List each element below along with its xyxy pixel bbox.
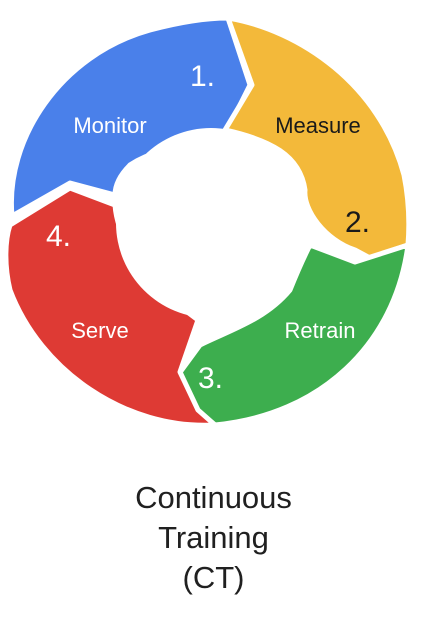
step-number-4: 4. — [46, 220, 71, 253]
caption-line-continuous: Continuous — [135, 480, 292, 515]
center-hole — [116, 128, 306, 318]
diagram-caption: Continuous Training (CT) — [0, 478, 427, 598]
caption-line-ct: (CT) — [182, 560, 245, 595]
continuous-training-cycle-diagram: Monitor Measure Retrain Serve 1. 2. 3. 4… — [5, 18, 411, 428]
segment-label-serve: Serve — [71, 318, 128, 343]
segment-retrain — [175, 242, 411, 428]
step-number-1: 1. — [190, 60, 215, 93]
segment-label-monitor: Monitor — [73, 113, 146, 138]
step-number-3: 3. — [198, 362, 223, 395]
caption-line-training: Training — [158, 520, 269, 555]
segment-label-retrain: Retrain — [285, 318, 356, 343]
step-number-2: 2. — [345, 206, 370, 239]
segment-label-measure: Measure — [275, 113, 361, 138]
